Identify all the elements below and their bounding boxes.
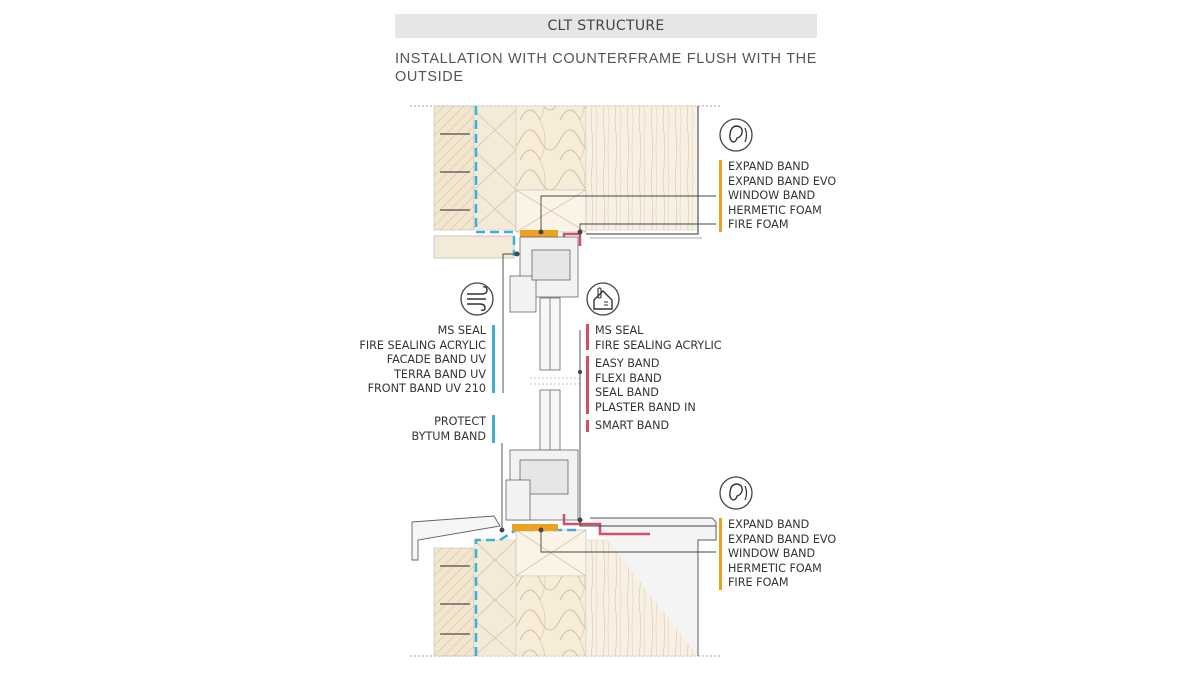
orange-bar-top bbox=[719, 160, 722, 232]
label-item: FLEXI BAND bbox=[595, 371, 662, 385]
label-item: WINDOW BAND bbox=[728, 189, 816, 202]
label-item: FIRE FOAM bbox=[728, 218, 789, 231]
red-bar-smart bbox=[586, 420, 589, 432]
blue-bar-protect bbox=[492, 415, 495, 443]
label-item: HERMETIC FOAM bbox=[728, 561, 822, 575]
label-group-mid-bands: EASY BAND FLEXI BAND SEAL BAND PLASTER B… bbox=[595, 357, 696, 415]
label-item: MS SEAL bbox=[595, 324, 644, 337]
label-item: EXPAND BAND EVO bbox=[728, 174, 837, 188]
label-item: BYTUM BAND bbox=[411, 429, 486, 443]
label-item: FIRE SEALING ACRYLIC bbox=[595, 338, 722, 352]
title-bar: CLT STRUCTURE bbox=[395, 14, 817, 38]
acoustic-ear-icon bbox=[719, 118, 753, 152]
label-item: EXPAND BAND bbox=[728, 160, 810, 173]
label-group-left-outer: MS SEAL FIRE SEALING ACRYLIC FACADE BAND… bbox=[359, 324, 486, 397]
bottom-wall bbox=[411, 515, 717, 657]
orange-seal-top bbox=[520, 230, 558, 237]
label-item: MS SEAL bbox=[437, 324, 486, 337]
page-title: CLT STRUCTURE bbox=[547, 18, 665, 34]
label-group-mid-smart: SMART BAND bbox=[595, 419, 669, 434]
orange-seal-bottom bbox=[512, 524, 558, 531]
label-item: WINDOW BAND bbox=[728, 547, 816, 560]
label-item: EASY BAND bbox=[595, 357, 660, 370]
label-item: FIRE SEALING ACRYLIC bbox=[359, 338, 486, 352]
top-wall bbox=[433, 105, 702, 259]
label-item: HERMETIC FOAM bbox=[728, 203, 822, 217]
page-subtitle: INSTALLATION WITH COUNTERFRAME FLUSH WIT… bbox=[395, 51, 817, 85]
label-item: PROTECT bbox=[434, 415, 486, 428]
label-group-left-protect: PROTECT BYTUM BAND bbox=[412, 415, 486, 444]
orange-bar-bottom bbox=[719, 518, 722, 590]
label-item: SMART BAND bbox=[595, 419, 670, 432]
thermal-house-icon bbox=[586, 282, 620, 316]
label-item: FIRE FOAM bbox=[728, 576, 789, 589]
label-group-top-right: EXPAND BAND EXPAND BAND EVO WINDOW BAND … bbox=[728, 160, 836, 233]
label-item: EXPAND BAND bbox=[728, 518, 810, 531]
label-item: PLASTER BAND IN bbox=[595, 400, 696, 414]
label-item: FACADE BAND UV bbox=[386, 353, 486, 366]
label-item: SEAL BAND bbox=[595, 386, 659, 399]
blue-bar-outer bbox=[492, 325, 495, 393]
label-group-bottom-right: EXPAND BAND EXPAND BAND EVO WINDOW BAND … bbox=[728, 518, 836, 591]
wind-icon bbox=[460, 282, 494, 316]
red-bar-seal bbox=[586, 324, 589, 350]
acoustic-ear-icon bbox=[719, 476, 753, 510]
label-item: FRONT BAND UV 210 bbox=[367, 382, 486, 395]
label-item: TERRA BAND UV bbox=[394, 367, 486, 381]
label-group-mid-seal: MS SEAL FIRE SEALING ACRYLIC bbox=[595, 324, 722, 353]
red-bar-bands bbox=[586, 356, 589, 414]
label-item: EXPAND BAND EVO bbox=[728, 532, 837, 546]
window-frame bbox=[505, 236, 579, 521]
